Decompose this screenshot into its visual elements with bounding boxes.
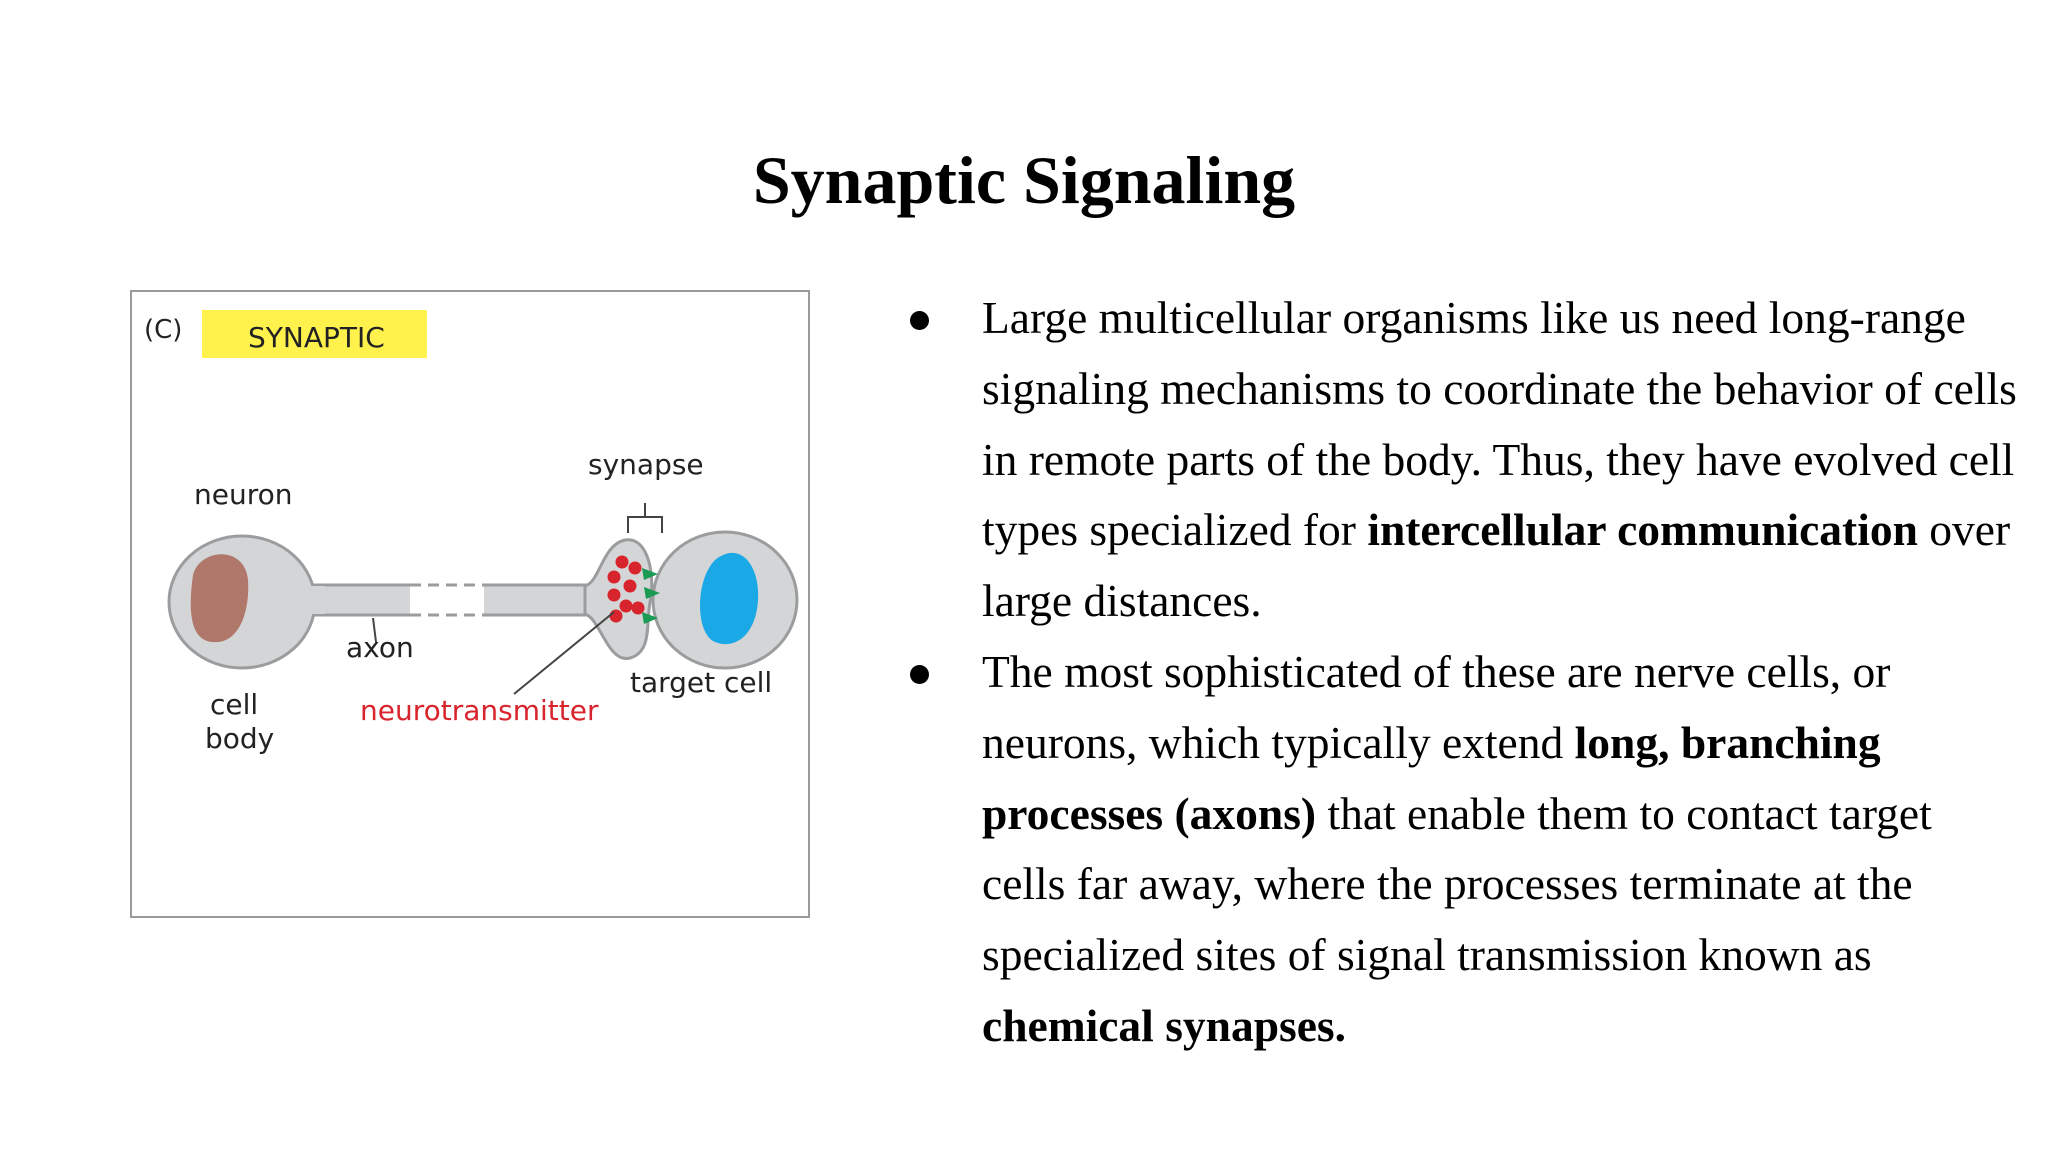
neurotransmitter-dot bbox=[623, 579, 637, 593]
bullet-text: over large distances. bbox=[982, 504, 2011, 627]
axon-label: axon bbox=[346, 631, 414, 664]
synaptic-signaling-figure: (C) SYNAPTIC bbox=[130, 290, 810, 918]
panel-letter: (C) bbox=[144, 315, 182, 345]
bullet-text: Large multicellular organisms like us ne… bbox=[982, 292, 2017, 556]
neurotransmitter-dot bbox=[607, 588, 621, 602]
neurotransmitter-dot bbox=[628, 561, 642, 575]
receptors bbox=[642, 568, 660, 624]
neurotransmitter-dot bbox=[609, 609, 623, 623]
bullet-bold-text: intercellular communication bbox=[1367, 504, 1918, 556]
body-label: body bbox=[205, 722, 274, 755]
receptor-icon bbox=[644, 587, 660, 599]
bullet-dot-icon bbox=[910, 664, 929, 684]
neurotransmitter-dot bbox=[619, 599, 633, 613]
bullet-bold-text: chemical synapses. bbox=[982, 999, 1346, 1051]
neurotransmitter-dot bbox=[631, 601, 645, 615]
bullet-text: that enable them to contact target cells… bbox=[982, 787, 1932, 981]
target-nucleus bbox=[700, 552, 759, 645]
neurotransmitter-dots bbox=[607, 555, 645, 623]
synapse-label: synapse bbox=[588, 448, 704, 481]
target-cell-label: target cell bbox=[630, 666, 772, 699]
bullet-text: The most sophisticated of these are nerv… bbox=[982, 645, 1891, 768]
bullet-list: Large multicellular organisms like us ne… bbox=[900, 283, 2020, 1062]
axon-leader-line bbox=[372, 617, 377, 643]
neurotransmitter-dot bbox=[615, 555, 629, 569]
neurotransmitter-dot bbox=[607, 570, 621, 584]
neurotransmitter-label: neurotransmitter bbox=[360, 694, 599, 727]
neuron-label: neuron bbox=[194, 478, 293, 511]
synapse-bracket bbox=[627, 503, 663, 533]
bullet-item: Large multicellular organisms like us ne… bbox=[900, 283, 2020, 637]
axon-break-dashes bbox=[410, 583, 484, 617]
neurotransmitter-leader-line bbox=[513, 611, 615, 695]
slide-title: Synaptic Signaling bbox=[752, 141, 1296, 218]
receptor-icon bbox=[642, 568, 658, 580]
cell-label: cell bbox=[210, 688, 258, 721]
receptor-icon bbox=[642, 612, 658, 624]
bullet-bold-text: long, branching processes (axons) bbox=[982, 716, 1881, 839]
panel-label: SYNAPTIC bbox=[248, 321, 385, 354]
neuron-nucleus bbox=[190, 554, 249, 643]
bullet-dot-icon bbox=[910, 311, 929, 330]
figure-svg: (C) SYNAPTIC bbox=[130, 290, 810, 918]
axon-hillock bbox=[295, 586, 325, 614]
panel-label-highlight bbox=[202, 310, 427, 358]
bullet-item: The most sophisticated of these are nerv… bbox=[900, 637, 2020, 1062]
